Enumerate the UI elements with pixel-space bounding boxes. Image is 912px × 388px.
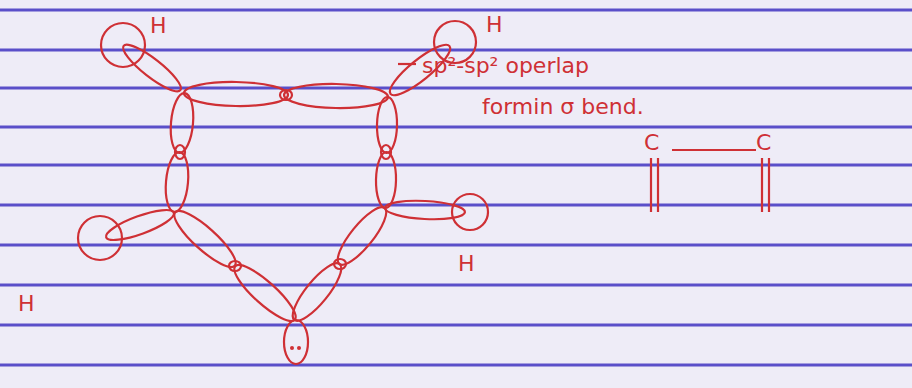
lone-pair-dots: [290, 346, 301, 350]
orbital-lobes: [78, 21, 769, 364]
atom-label: H: [18, 292, 35, 316]
note-text: formin σ bend.: [482, 95, 644, 119]
note-text: sp²-sp² operlap: [422, 54, 589, 78]
ruled-lines: [0, 10, 912, 365]
atom-label: H: [458, 252, 475, 276]
atom-label: C: [644, 131, 659, 155]
atom-label: C: [756, 131, 771, 155]
atom-label: H: [486, 13, 503, 37]
atom-label: H: [150, 14, 167, 38]
